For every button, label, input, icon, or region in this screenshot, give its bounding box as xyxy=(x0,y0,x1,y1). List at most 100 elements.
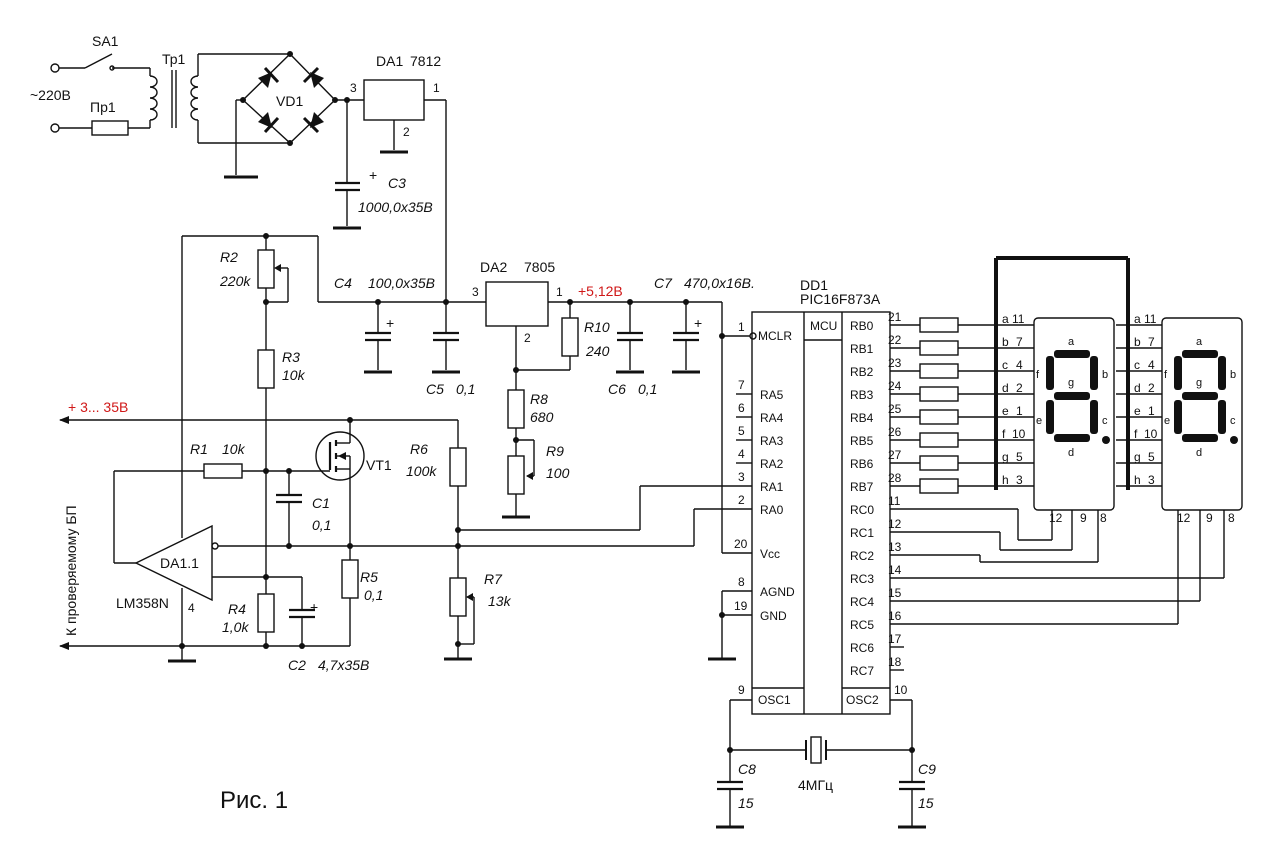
disp2-bottom-pin: 8 xyxy=(1228,511,1235,525)
display-1 xyxy=(1033,317,1115,511)
display-1-pin-labels: a 11 b 7 c 4 d 2 e 1 f 10 g 5 h 3 12 9 8… xyxy=(1002,312,1108,525)
mcu-right-pin-num: 18 xyxy=(888,655,902,669)
mcu-right-pin-num: 16 xyxy=(888,609,902,623)
disp1-seg-label: a xyxy=(1002,312,1009,326)
capacitor-c5 xyxy=(432,302,460,374)
disp1-seg-c: c xyxy=(1102,415,1108,427)
opamp-da11 xyxy=(134,236,694,663)
label-v512: +5,12В xyxy=(578,283,623,299)
disp2-seg-label: f xyxy=(1134,427,1138,441)
pin-da2-2: 2 xyxy=(524,331,531,345)
mcu-right-pin-name: RC1 xyxy=(850,526,874,540)
disp2-seg-label: b xyxy=(1134,335,1141,349)
disp1-seg-a: a xyxy=(1068,336,1075,348)
text-labels: SA1 ~220В Тр1 Пр1 VD1 DA1 7812 3 1 2 + C… xyxy=(30,33,1236,814)
label-mains: ~220В xyxy=(30,87,71,103)
mcu-right-pin-name: RB3 xyxy=(850,388,874,402)
resistor-r6 xyxy=(449,420,752,578)
label-r3-value: 10k xyxy=(282,367,306,383)
disp1-bottom-pin: 12 xyxy=(1049,511,1063,525)
label-r1: R1 xyxy=(190,441,208,457)
label-r10-value: 240 xyxy=(585,343,610,359)
label-r2: R2 xyxy=(220,249,238,265)
mcu-right-pin-num: 21 xyxy=(888,310,902,324)
label-vin: + 3... 35В xyxy=(68,399,128,415)
label-c9-value: 15 xyxy=(918,795,934,811)
disp1-bottom-pin: 9 xyxy=(1080,511,1087,525)
label-side: К проверяемому БП xyxy=(63,505,79,636)
mcu-left-pin: OSC1 xyxy=(758,693,791,707)
bridge-rectifier-vd1 xyxy=(224,51,364,179)
mcu-dd1 xyxy=(751,311,891,715)
capacitor-c6 xyxy=(616,302,644,374)
capacitor-c1 xyxy=(276,471,302,549)
label-r4: R4 xyxy=(228,601,246,617)
figure-caption: Рис. 1 xyxy=(220,787,288,814)
segment-bus xyxy=(994,256,1162,490)
mcu-right-pin-num: 23 xyxy=(888,356,902,370)
pin-ra1: 3 xyxy=(738,470,745,484)
label-r6: R6 xyxy=(410,441,428,457)
disp1-seg-e: e xyxy=(1036,415,1042,427)
label-pr1: Пр1 xyxy=(90,99,116,115)
disp2-seg-d: d xyxy=(1196,447,1202,459)
mcu-right-pin-name: RB0 xyxy=(850,319,874,333)
mcu-right-pin-num: 26 xyxy=(888,425,902,439)
disp1-seg-label: e xyxy=(1002,404,1009,418)
label-r10: R10 xyxy=(584,319,610,335)
c4-plus: + xyxy=(386,315,394,331)
disp1-pin-num: 11 xyxy=(1012,312,1025,326)
label-vd1: VD1 xyxy=(276,93,303,109)
label-r4-value: 1,0k xyxy=(222,619,249,635)
disp1-seg-f: f xyxy=(1036,369,1040,381)
disp2-pin-num: 7 xyxy=(1148,335,1155,349)
mcu-right-pin-num: 17 xyxy=(888,632,902,646)
mcu-left-pin: RA1 xyxy=(760,480,784,494)
label-r6-value: 100k xyxy=(406,463,437,479)
resistor-r7 xyxy=(444,577,475,661)
mcu-left-pin: MCLR xyxy=(758,329,792,343)
label-r9-value: 100 xyxy=(546,465,570,481)
mcu-right-pin-name: RB1 xyxy=(850,342,874,356)
disp1-pin-num: 3 xyxy=(1016,473,1023,487)
pin-da1-3: 3 xyxy=(350,81,357,95)
resistor-r10 xyxy=(561,302,579,370)
disp2-seg-label: a xyxy=(1134,312,1141,326)
disp2-pin-num: 2 xyxy=(1148,381,1155,395)
mcu-right-pin-name: RC0 xyxy=(850,503,874,517)
label-c5-value: 0,1 xyxy=(456,381,475,397)
pin-da1-1: 1 xyxy=(433,81,440,95)
mcu-right-pins: RB0 21 RB1 22 RB2 23 RB3 24 RB4 25 RB5 2… xyxy=(850,310,902,678)
disp1-seg-g: g xyxy=(1068,377,1074,389)
disp2-bottom-pin: 9 xyxy=(1206,511,1213,525)
mcu-right-pin-name: RB6 xyxy=(850,457,874,471)
disp1-seg-label: b xyxy=(1002,335,1009,349)
pin-agnd: 8 xyxy=(738,575,745,589)
label-r8-value: 680 xyxy=(530,409,554,425)
label-vt1: VT1 xyxy=(366,457,392,473)
disp2-pin-num: 3 xyxy=(1148,473,1155,487)
resistor-r9 xyxy=(502,439,535,519)
label-r5-value: 0,1 xyxy=(364,587,383,603)
disp1-bottom-pin: 8 xyxy=(1100,511,1107,525)
mcu-right-pin-name: RB2 xyxy=(850,365,874,379)
disp1-pin-num: 7 xyxy=(1016,335,1023,349)
disp1-pin-num: 2 xyxy=(1016,381,1023,395)
label-c7: C7 xyxy=(654,275,673,291)
disp2-seg-label: e xyxy=(1134,404,1141,418)
disp2-pin-num: 1 xyxy=(1148,404,1155,418)
pin-gnd: 19 xyxy=(734,599,748,613)
disp2-seg-label: g xyxy=(1134,450,1141,464)
label-sa1: SA1 xyxy=(92,33,119,49)
mcu-osc2-label: OSC2 xyxy=(846,693,879,707)
resistor-r2 xyxy=(257,236,289,350)
pin-da2-1: 1 xyxy=(556,285,563,299)
label-da2-type: 7805 xyxy=(524,259,555,275)
label-da11: DA1.1 xyxy=(160,555,199,571)
mcu-left-pin: GND xyxy=(760,609,787,623)
label-da1-type: 7812 xyxy=(410,53,441,69)
mcu-left-pin: RA5 xyxy=(760,388,784,402)
disp2-pin-num: 5 xyxy=(1148,450,1155,464)
mcu-left-pin: AGND xyxy=(760,585,795,599)
disp2-seg-f: f xyxy=(1164,369,1168,381)
